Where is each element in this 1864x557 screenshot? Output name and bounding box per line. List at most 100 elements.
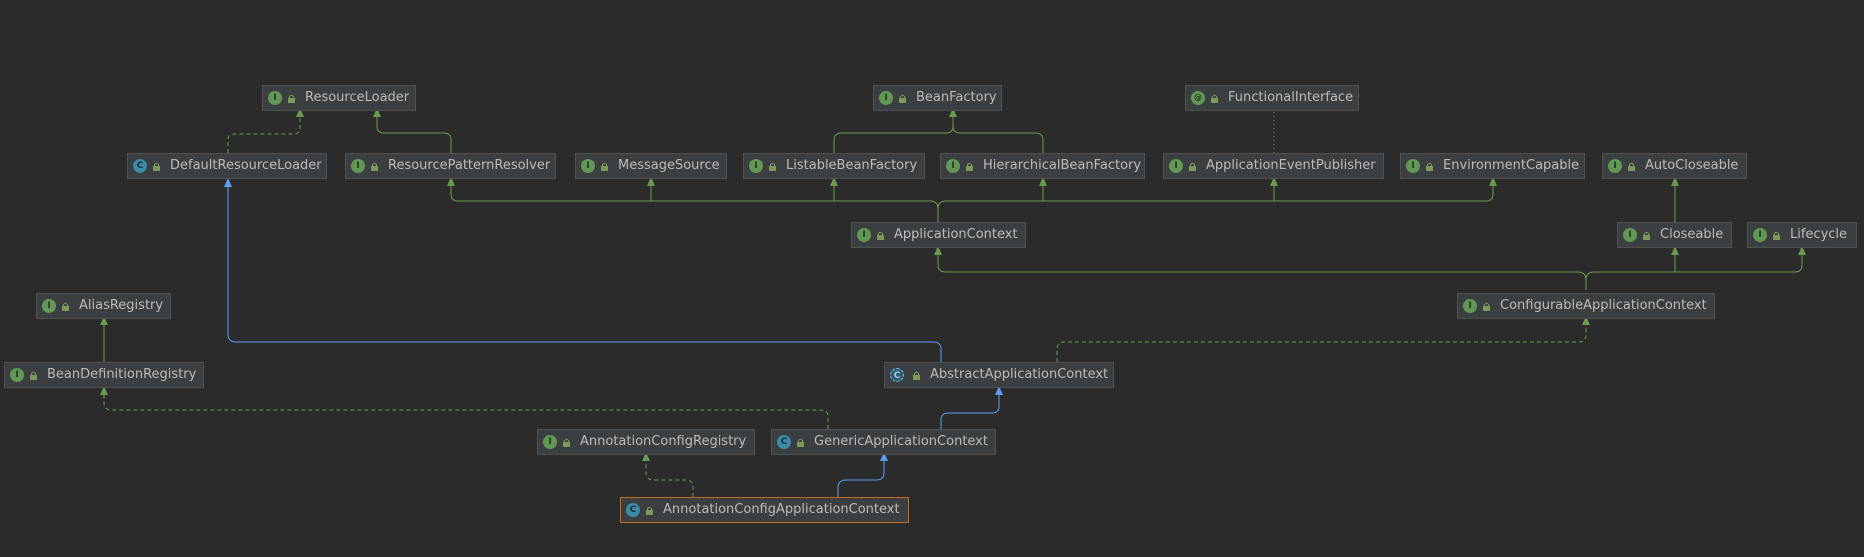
lock-icon	[288, 94, 295, 103]
interface-icon: I	[1608, 159, 1622, 173]
interface-icon: I	[749, 159, 763, 173]
interface-icon: I	[857, 228, 871, 242]
node-label: FunctionalInterface	[1228, 90, 1354, 105]
node-label: BeanDefinitionRegistry	[47, 367, 197, 382]
node-label: MessageSource	[618, 158, 720, 173]
node-label: Closeable	[1660, 227, 1724, 242]
node-label: AnnotationConfigRegistry	[580, 434, 747, 449]
node-label: BeanFactory	[916, 90, 997, 105]
node-label: EnvironmentCapable	[1443, 158, 1580, 173]
lock-icon	[371, 162, 378, 171]
interface-icon: I	[946, 159, 960, 173]
node-label: GenericApplicationContext	[814, 434, 988, 449]
edge-configurable-lifecycle	[1585, 246, 1806, 281]
interface-icon: I	[42, 299, 56, 313]
annotation-icon: @	[1191, 91, 1205, 105]
lock-icon	[563, 438, 570, 447]
lock-icon	[646, 506, 653, 515]
node-label: AnnotationConfigApplicationContext	[663, 502, 900, 517]
node-resourceloader[interactable]: I ResourceLoader	[262, 85, 416, 111]
edge-defaultresourceloader-resourceloader	[227, 108, 304, 153]
abstract-class-icon: C	[890, 368, 904, 382]
lock-icon	[153, 162, 160, 171]
interface-icon: I	[543, 435, 557, 449]
node-label: AbstractApplicationContext	[930, 367, 1109, 382]
node-applicationeventpublisher[interactable]: I ApplicationEventPublisher	[1163, 153, 1384, 179]
lock-icon	[877, 231, 884, 240]
node-label: AutoCloseable	[1645, 158, 1739, 173]
lock-icon	[1628, 162, 1635, 171]
lock-icon	[1643, 231, 1650, 240]
node-label: ListableBeanFactory	[786, 158, 918, 173]
lock-icon	[1426, 162, 1433, 171]
lock-icon	[601, 162, 608, 171]
interface-icon: I	[1406, 159, 1420, 173]
node-label: ResourcePatternResolver	[388, 158, 551, 173]
node-hierarchicalbeanfactory[interactable]: I HierarchicalBeanFactory	[940, 153, 1145, 179]
interface-icon: I	[268, 91, 282, 105]
lock-icon	[797, 438, 804, 447]
node-lifecycle[interactable]: I Lifecycle	[1747, 222, 1857, 248]
node-beandefinitionregistry[interactable]: I BeanDefinitionRegistry	[4, 362, 204, 388]
interface-icon: I	[1169, 159, 1183, 173]
node-label: ApplicationContext	[894, 227, 1018, 242]
node-label: ConfigurableApplicationContext	[1500, 298, 1707, 313]
node-label: DefaultResourceLoader	[170, 158, 322, 173]
node-label: ApplicationEventPublisher	[1206, 158, 1376, 173]
edge-listablebeanfactory-beanfactory	[833, 108, 957, 153]
interface-icon: I	[879, 91, 893, 105]
interface-icon: I	[581, 159, 595, 173]
edge-resourcepatternresolver-resourceloader	[373, 108, 452, 153]
node-label: ResourceLoader	[305, 90, 410, 105]
node-label: HierarchicalBeanFactory	[983, 158, 1142, 173]
node-label: AliasRegistry	[79, 298, 164, 313]
node-annotationconfigregistry[interactable]: I AnnotationConfigRegistry	[537, 429, 755, 455]
edge-abstractappctx-configurable	[1056, 316, 1590, 362]
lock-icon	[899, 94, 906, 103]
node-closeable[interactable]: I Closeable	[1617, 222, 1732, 248]
edge-hierarchicalbeanfactory-beanfactory	[952, 112, 1044, 153]
node-functionalinterface[interactable]: @ FunctionalInterface	[1185, 85, 1359, 111]
lock-icon	[1189, 162, 1196, 171]
edge-abstractappctx-defaultresourceloader	[224, 178, 942, 362]
node-beanfactory[interactable]: I BeanFactory	[873, 85, 1002, 111]
lock-icon	[62, 302, 69, 311]
node-aliasregistry[interactable]: I AliasRegistry	[36, 293, 171, 319]
interface-icon: I	[351, 159, 365, 173]
interface-icon: I	[1753, 228, 1767, 242]
node-resourcepatternresolver[interactable]: I ResourcePatternResolver	[345, 153, 556, 179]
lock-icon	[913, 371, 920, 380]
node-defaultresourceloader[interactable]: C DefaultResourceLoader	[127, 153, 327, 179]
edge-genericappctx-abstractappctx	[940, 386, 1003, 429]
edge-genericappctx-beandefinitionregistry	[100, 386, 829, 429]
class-icon: C	[626, 503, 640, 517]
lock-icon	[966, 162, 973, 171]
node-abstractapplicationcontext[interactable]: C AbstractApplicationContext	[884, 362, 1114, 388]
interface-icon: I	[1623, 228, 1637, 242]
interface-icon: I	[1463, 299, 1477, 313]
node-genericapplicationcontext[interactable]: C GenericApplicationContext	[771, 429, 996, 455]
node-messagesource[interactable]: I MessageSource	[575, 153, 727, 179]
node-configurableapplicationcontext[interactable]: I ConfigurableApplicationContext	[1457, 293, 1715, 319]
node-applicationcontext[interactable]: I ApplicationContext	[851, 222, 1026, 248]
class-icon: C	[133, 159, 147, 173]
node-annotationconfigapplicationcontext[interactable]: C AnnotationConfigApplicationContext	[620, 497, 909, 523]
edge-annotationctx-genericappctx	[837, 452, 888, 497]
edge-annotationctx-annotationconfigregistry	[642, 452, 694, 497]
lock-icon	[30, 371, 37, 380]
node-environmentcapable[interactable]: I EnvironmentCapable	[1400, 153, 1585, 179]
class-icon: C	[777, 435, 791, 449]
lock-icon	[1483, 302, 1490, 311]
interface-icon: I	[10, 368, 24, 382]
node-autocloseable[interactable]: I AutoCloseable	[1602, 153, 1747, 179]
node-listablebeanfactory[interactable]: I ListableBeanFactory	[743, 153, 925, 179]
lock-icon	[1211, 94, 1218, 103]
edge-applicationcontext-hierarchicalbeanfactory	[937, 177, 1497, 210]
edge-applicationcontext-trunk	[447, 177, 939, 222]
lock-icon	[769, 162, 776, 171]
node-label: Lifecycle	[1790, 227, 1848, 242]
lock-icon	[1773, 231, 1780, 240]
edge-configurable-applicationcontext	[934, 246, 1587, 290]
